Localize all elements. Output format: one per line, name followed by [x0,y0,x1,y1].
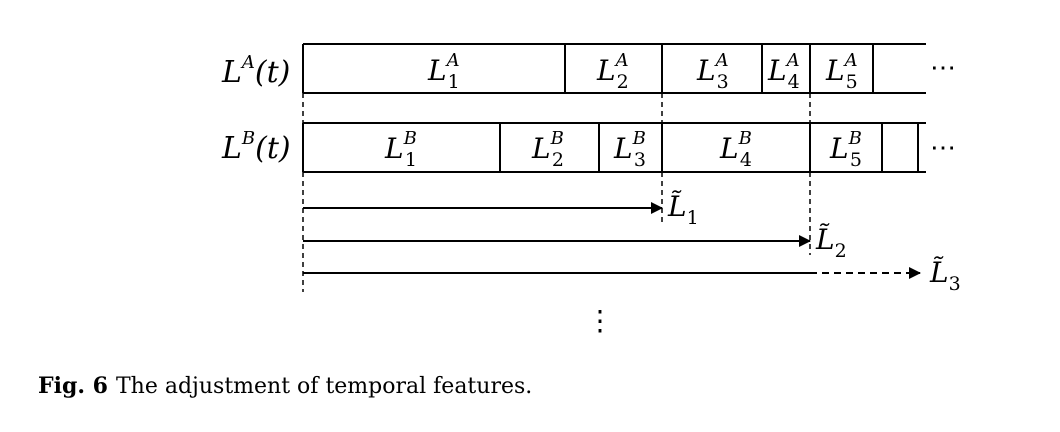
adjusted-l3-label: L̃3 [929,256,961,295]
row-a-ellipsis: ⋯ [930,53,956,83]
row-b-label: LB(t) [221,128,291,166]
row-b-ellipsis: ⋯ [930,133,956,163]
vertical-ellipsis: ⋮ [586,304,614,337]
adjusted-l2-label: L̃2 [815,223,847,262]
adjusted-l1-label: L̃1 [667,190,699,229]
figure-label: Fig. 6 [38,373,108,399]
row-a-label: LA(t) [221,52,290,90]
row-b-segments [302,122,926,173]
figure-caption: Fig. 6 The adjustment of temporal feature… [38,373,532,399]
caption-text: The adjustment of temporal features. [116,374,533,399]
row-a-segments [302,43,926,94]
